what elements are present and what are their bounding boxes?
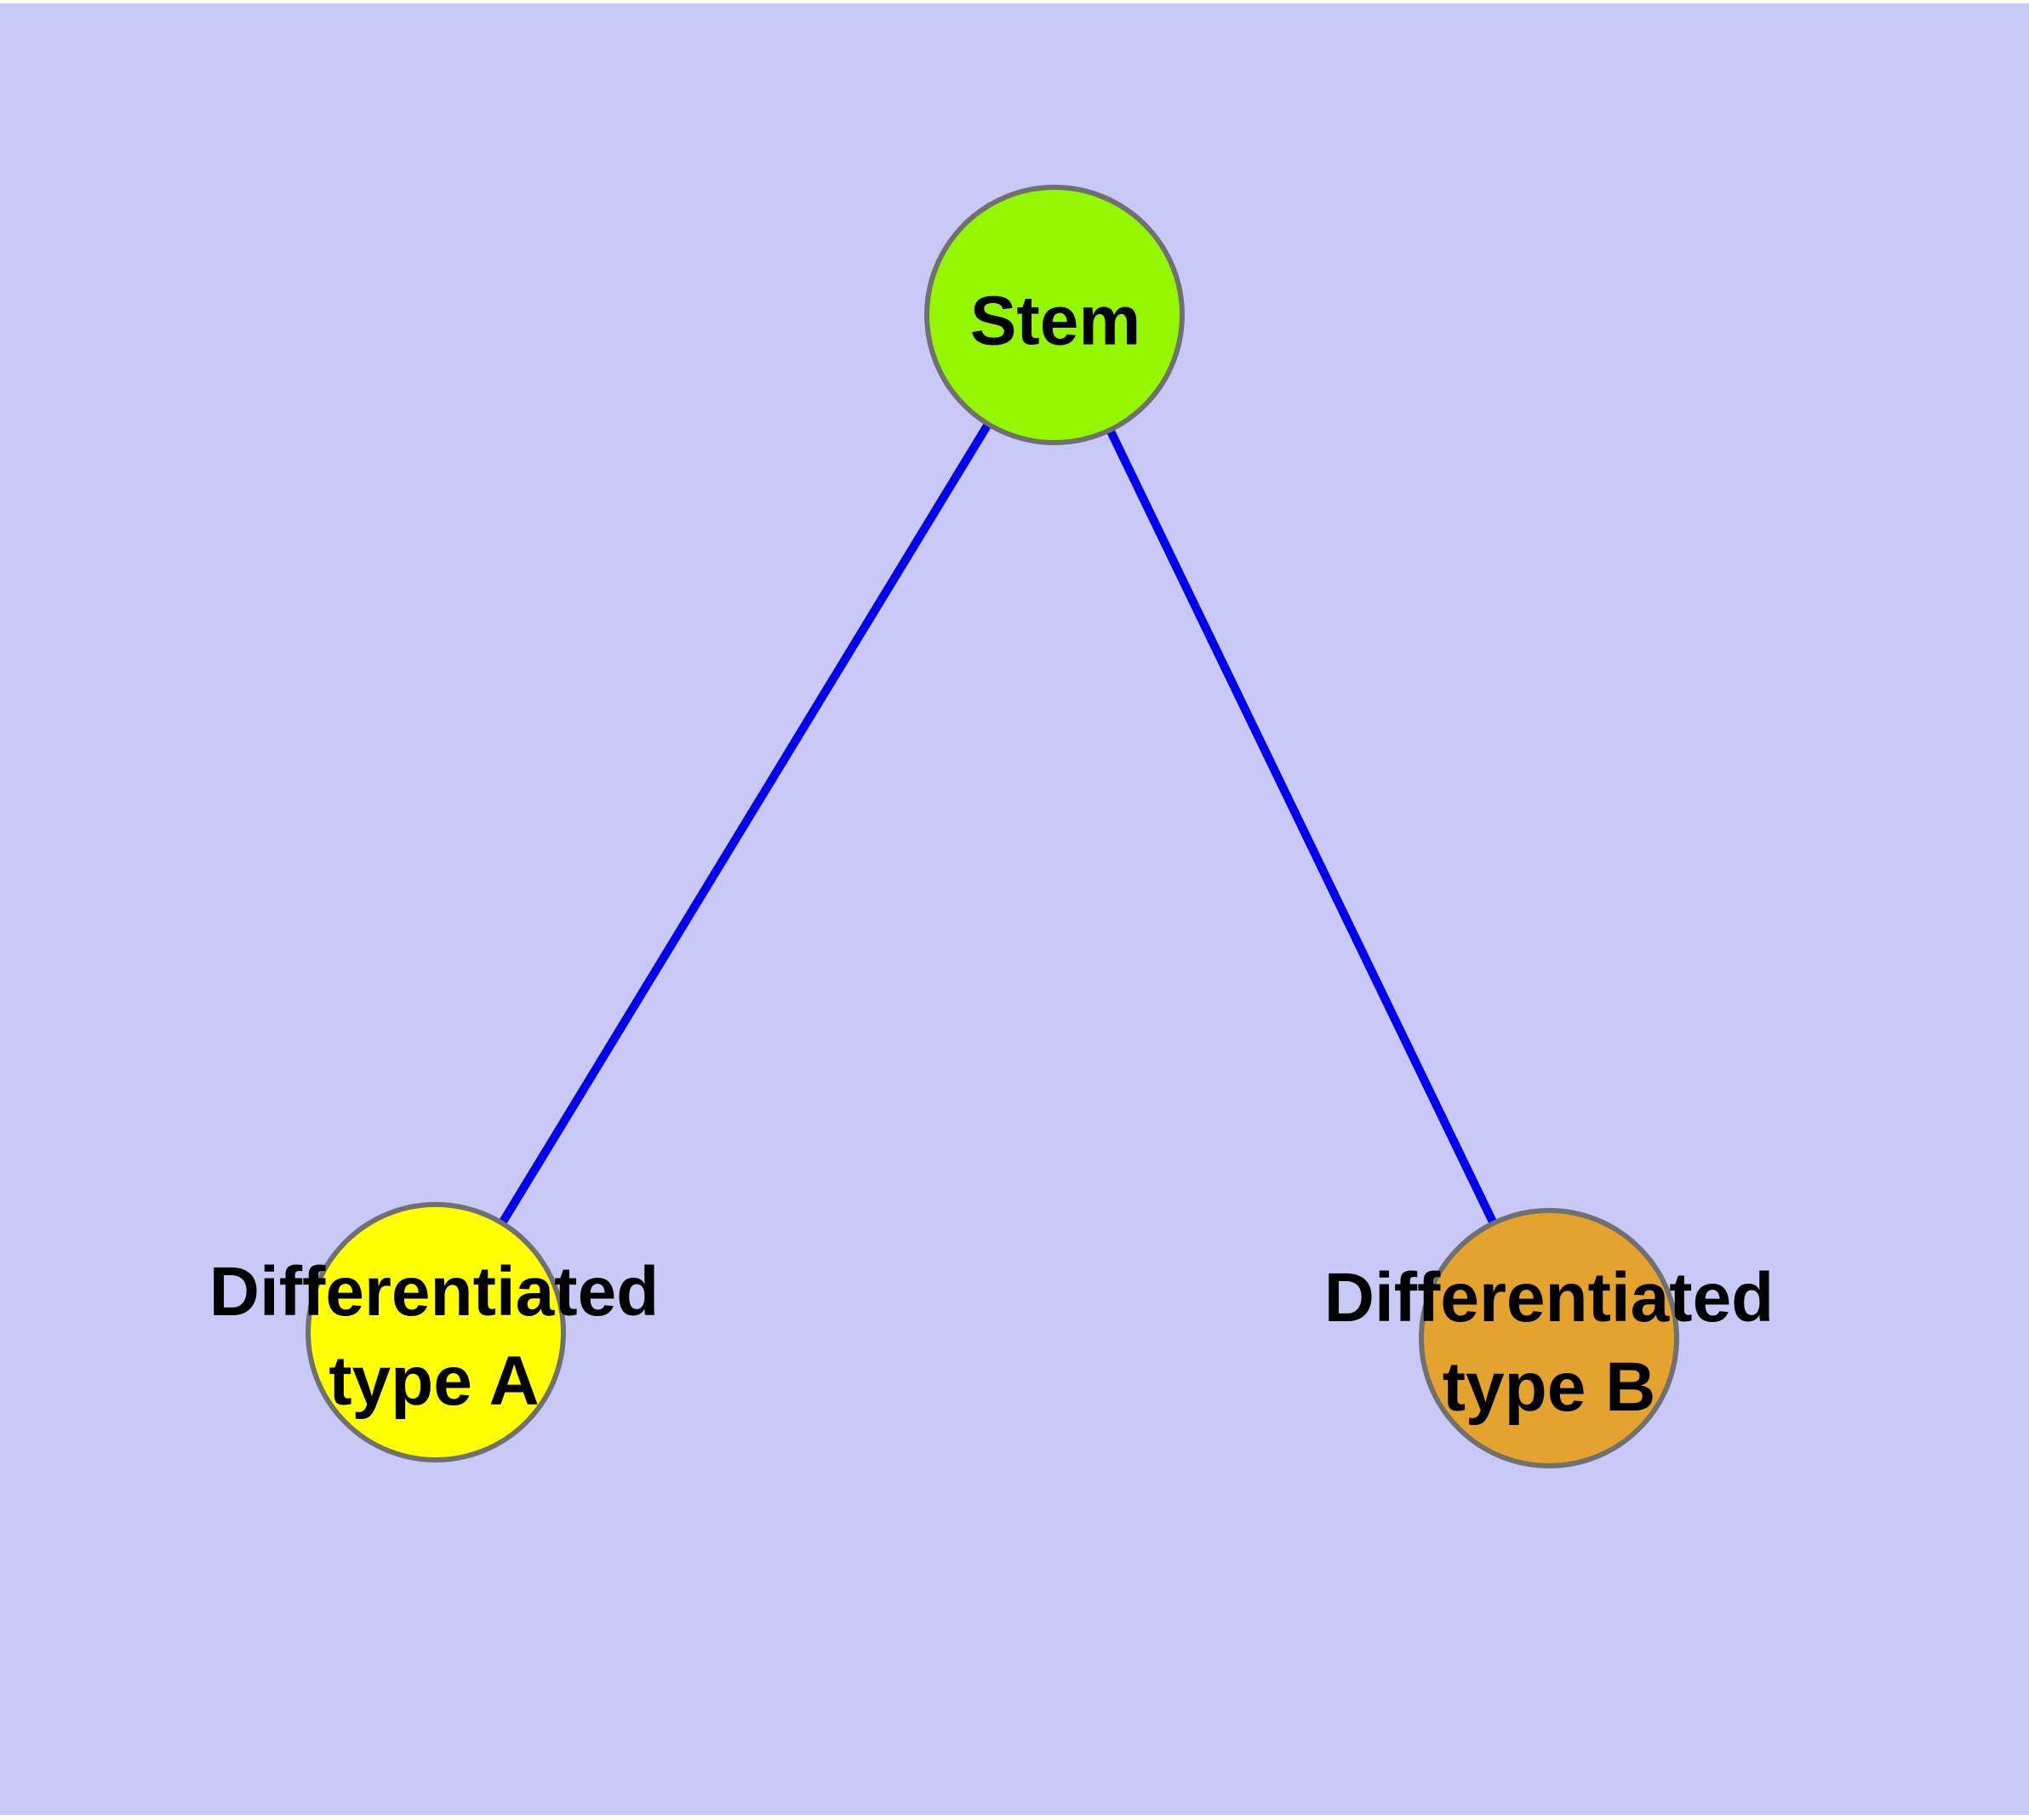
node-type-b-circle: [1419, 1208, 1679, 1468]
edge-stem-to-type-b: [1050, 312, 1553, 1341]
node-type-a-label: Differentiated type A: [209, 1247, 660, 1426]
node-stem-label: Stem: [970, 277, 1141, 366]
node-type-a-label-line1: Differentiated: [209, 1253, 660, 1331]
node-type-a-circle: [306, 1202, 566, 1462]
node-stem-circle: [924, 185, 1185, 445]
node-type-a-label-line2: type A: [329, 1342, 540, 1420]
node-type-b-label-line2: type B: [1442, 1348, 1656, 1426]
node-type-b-label-line1: Differentiated: [1323, 1259, 1775, 1336]
node-type-b-label: Differentiated type B: [1324, 1253, 1775, 1432]
edge-stem-to-type-a: [432, 312, 1059, 1335]
node-stem-label-text: Stem: [969, 282, 1141, 360]
